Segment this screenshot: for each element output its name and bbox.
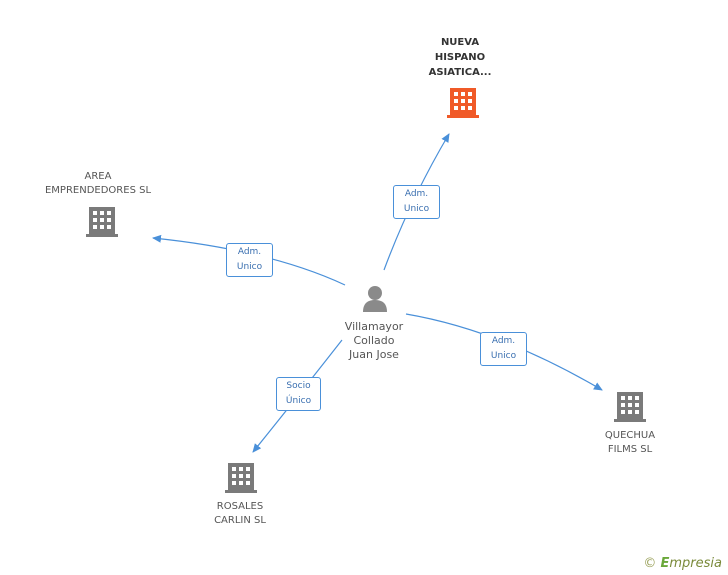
- building-icon[interactable]: [447, 86, 479, 118]
- copyright-symbol: ©: [643, 556, 657, 571]
- building-icon[interactable]: [614, 392, 646, 422]
- company-name-nueva[interactable]: NUEVA HISPANO ASIATICA...: [428, 37, 492, 78]
- company-name-rosales[interactable]: ROSALES CARLIN SL: [214, 501, 266, 526]
- building-icon[interactable]: [225, 463, 257, 493]
- person-icon[interactable]: [363, 286, 387, 312]
- brand-logo-initial: E: [660, 556, 670, 571]
- edge-label-quechua: Adm. Unico: [480, 332, 527, 366]
- brand-logo-text: mpresia: [669, 556, 722, 571]
- company-name-area[interactable]: AREA EMPRENDEDORES SL: [44, 171, 152, 196]
- edge-label-nueva: Adm. Unico: [393, 185, 440, 219]
- brand-footer: © Empresia: [643, 556, 722, 571]
- edge-label-rosales: Socio Único: [276, 377, 321, 411]
- person-name[interactable]: Villamayor Collado Juan Jose: [344, 320, 404, 361]
- edge-label-area: Adm. Unico: [226, 243, 273, 277]
- building-icon[interactable]: [86, 207, 118, 237]
- company-name-quechua[interactable]: QUECHUA FILMS SL: [604, 430, 656, 455]
